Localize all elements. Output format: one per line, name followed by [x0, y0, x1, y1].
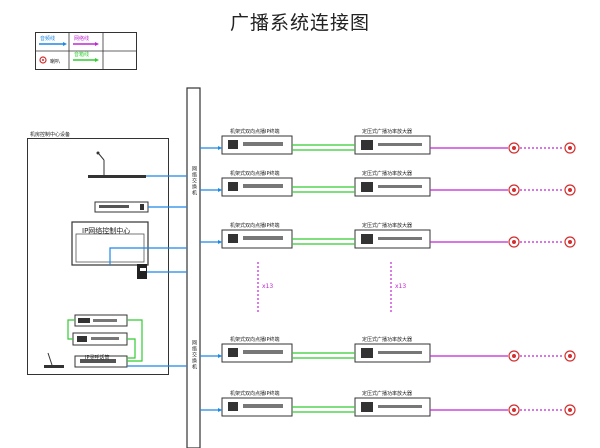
terminal-label: 机架式双向点播IP终端 [230, 223, 280, 229]
ip-terminal-screen [228, 234, 238, 243]
legend-label-network: 网络线 [74, 36, 90, 42]
speaker-icon-core [512, 408, 516, 412]
amplifier-panel [378, 351, 422, 354]
arrow-head [218, 354, 222, 358]
control-room-label: 机房控制中心设备 [30, 132, 71, 138]
speaker-icon-core [568, 408, 572, 412]
ip-terminal-screen [228, 402, 238, 411]
amplifier-panel [378, 405, 422, 408]
control-room-frame [27, 138, 169, 375]
speaker-icon-core [568, 354, 572, 358]
amplifier-label: 定压式广播功率放大器 [362, 171, 413, 177]
arrow-head [218, 408, 222, 412]
speaker-icon [508, 236, 520, 248]
ip-terminal-panel [243, 142, 283, 146]
speaker-wire-lines [67, 319, 143, 362]
terminal-rows [200, 135, 576, 417]
speaker-icon [564, 184, 576, 196]
network-switch [186, 87, 201, 448]
amplifier-label: 定压式广播功率放大器 [362, 223, 413, 229]
switch-label-top: 网络交换机 [191, 166, 197, 196]
rack-device-icon [94, 201, 149, 213]
speaker-icon [564, 142, 576, 154]
amplifier-display [361, 234, 373, 244]
ellipsis-indicators [257, 262, 392, 312]
speaker-icon [564, 236, 576, 248]
amplifier-panel [378, 237, 422, 240]
speaker-icon [564, 404, 576, 416]
speaker-icon-core [512, 188, 516, 192]
ip-terminal-screen [228, 182, 238, 191]
speaker-icon-core [568, 240, 572, 244]
terminal-label: 机架式双向点播IP终端 [230, 391, 280, 397]
amplifier-panel [378, 185, 422, 188]
diagram-title: 广播系统连接图 [229, 12, 370, 34]
ip-terminal-panel [243, 236, 283, 240]
control-center-label: IP网络控制中心 [82, 227, 131, 235]
terminal-label: 机架式双向点播IP终端 [230, 171, 280, 177]
speaker-icon-core [512, 240, 516, 244]
speaker-icon [508, 142, 520, 154]
legend-label-speaker-wire: 音箱线 [74, 52, 90, 58]
amplifier-panel [378, 143, 422, 146]
speaker-icon [39, 56, 47, 64]
speaker-icon-core [512, 354, 516, 358]
ip-terminal-panel [243, 350, 283, 354]
amplifier-display [361, 348, 373, 358]
rack-device-icon [72, 332, 128, 346]
speaker-icon-core [568, 146, 572, 150]
speaker-icon-core [568, 188, 572, 192]
terminal-label: 机架式双向点播IP终端 [230, 337, 280, 343]
ellipsis-count-terminal: x13 [262, 283, 274, 290]
legend [35, 32, 137, 70]
rack-device-icon [74, 314, 128, 327]
speaker-icon [508, 184, 520, 196]
ellipsis-count-amp: x13 [395, 283, 407, 290]
amplifier-display [361, 182, 373, 192]
ip-tag-icon [137, 264, 147, 279]
terminal-label: 机架式双向点播IP终端 [230, 129, 280, 135]
paging-mic-label: IP寻呼话筒 [85, 355, 110, 361]
amplifier-display [361, 140, 373, 150]
switch-label-bottom: 网络交换机 [191, 340, 197, 370]
arrow-head [218, 146, 222, 150]
speaker-icon [508, 350, 520, 362]
audio-lines [109, 175, 187, 367]
speaker-icon [508, 404, 520, 416]
arrow-head [218, 188, 222, 192]
legend-label-audio: 音频线 [40, 36, 56, 42]
ip-terminal-screen [228, 348, 238, 357]
ip-terminal-panel [243, 404, 283, 408]
amplifier-display [361, 402, 373, 412]
microphone-icon [88, 151, 146, 178]
legend-label-speaker: 喇叭 [50, 59, 61, 65]
speaker-icon [564, 350, 576, 362]
arrow-head [218, 240, 222, 244]
amplifier-label: 定压式广播功率放大器 [362, 337, 413, 343]
amplifier-label: 定压式广播功率放大器 [362, 129, 413, 135]
speaker-icon-core [512, 146, 516, 150]
ip-terminal-panel [243, 184, 283, 188]
amplifier-label: 定压式广播功率放大器 [362, 391, 413, 397]
ip-terminal-screen [228, 140, 238, 149]
